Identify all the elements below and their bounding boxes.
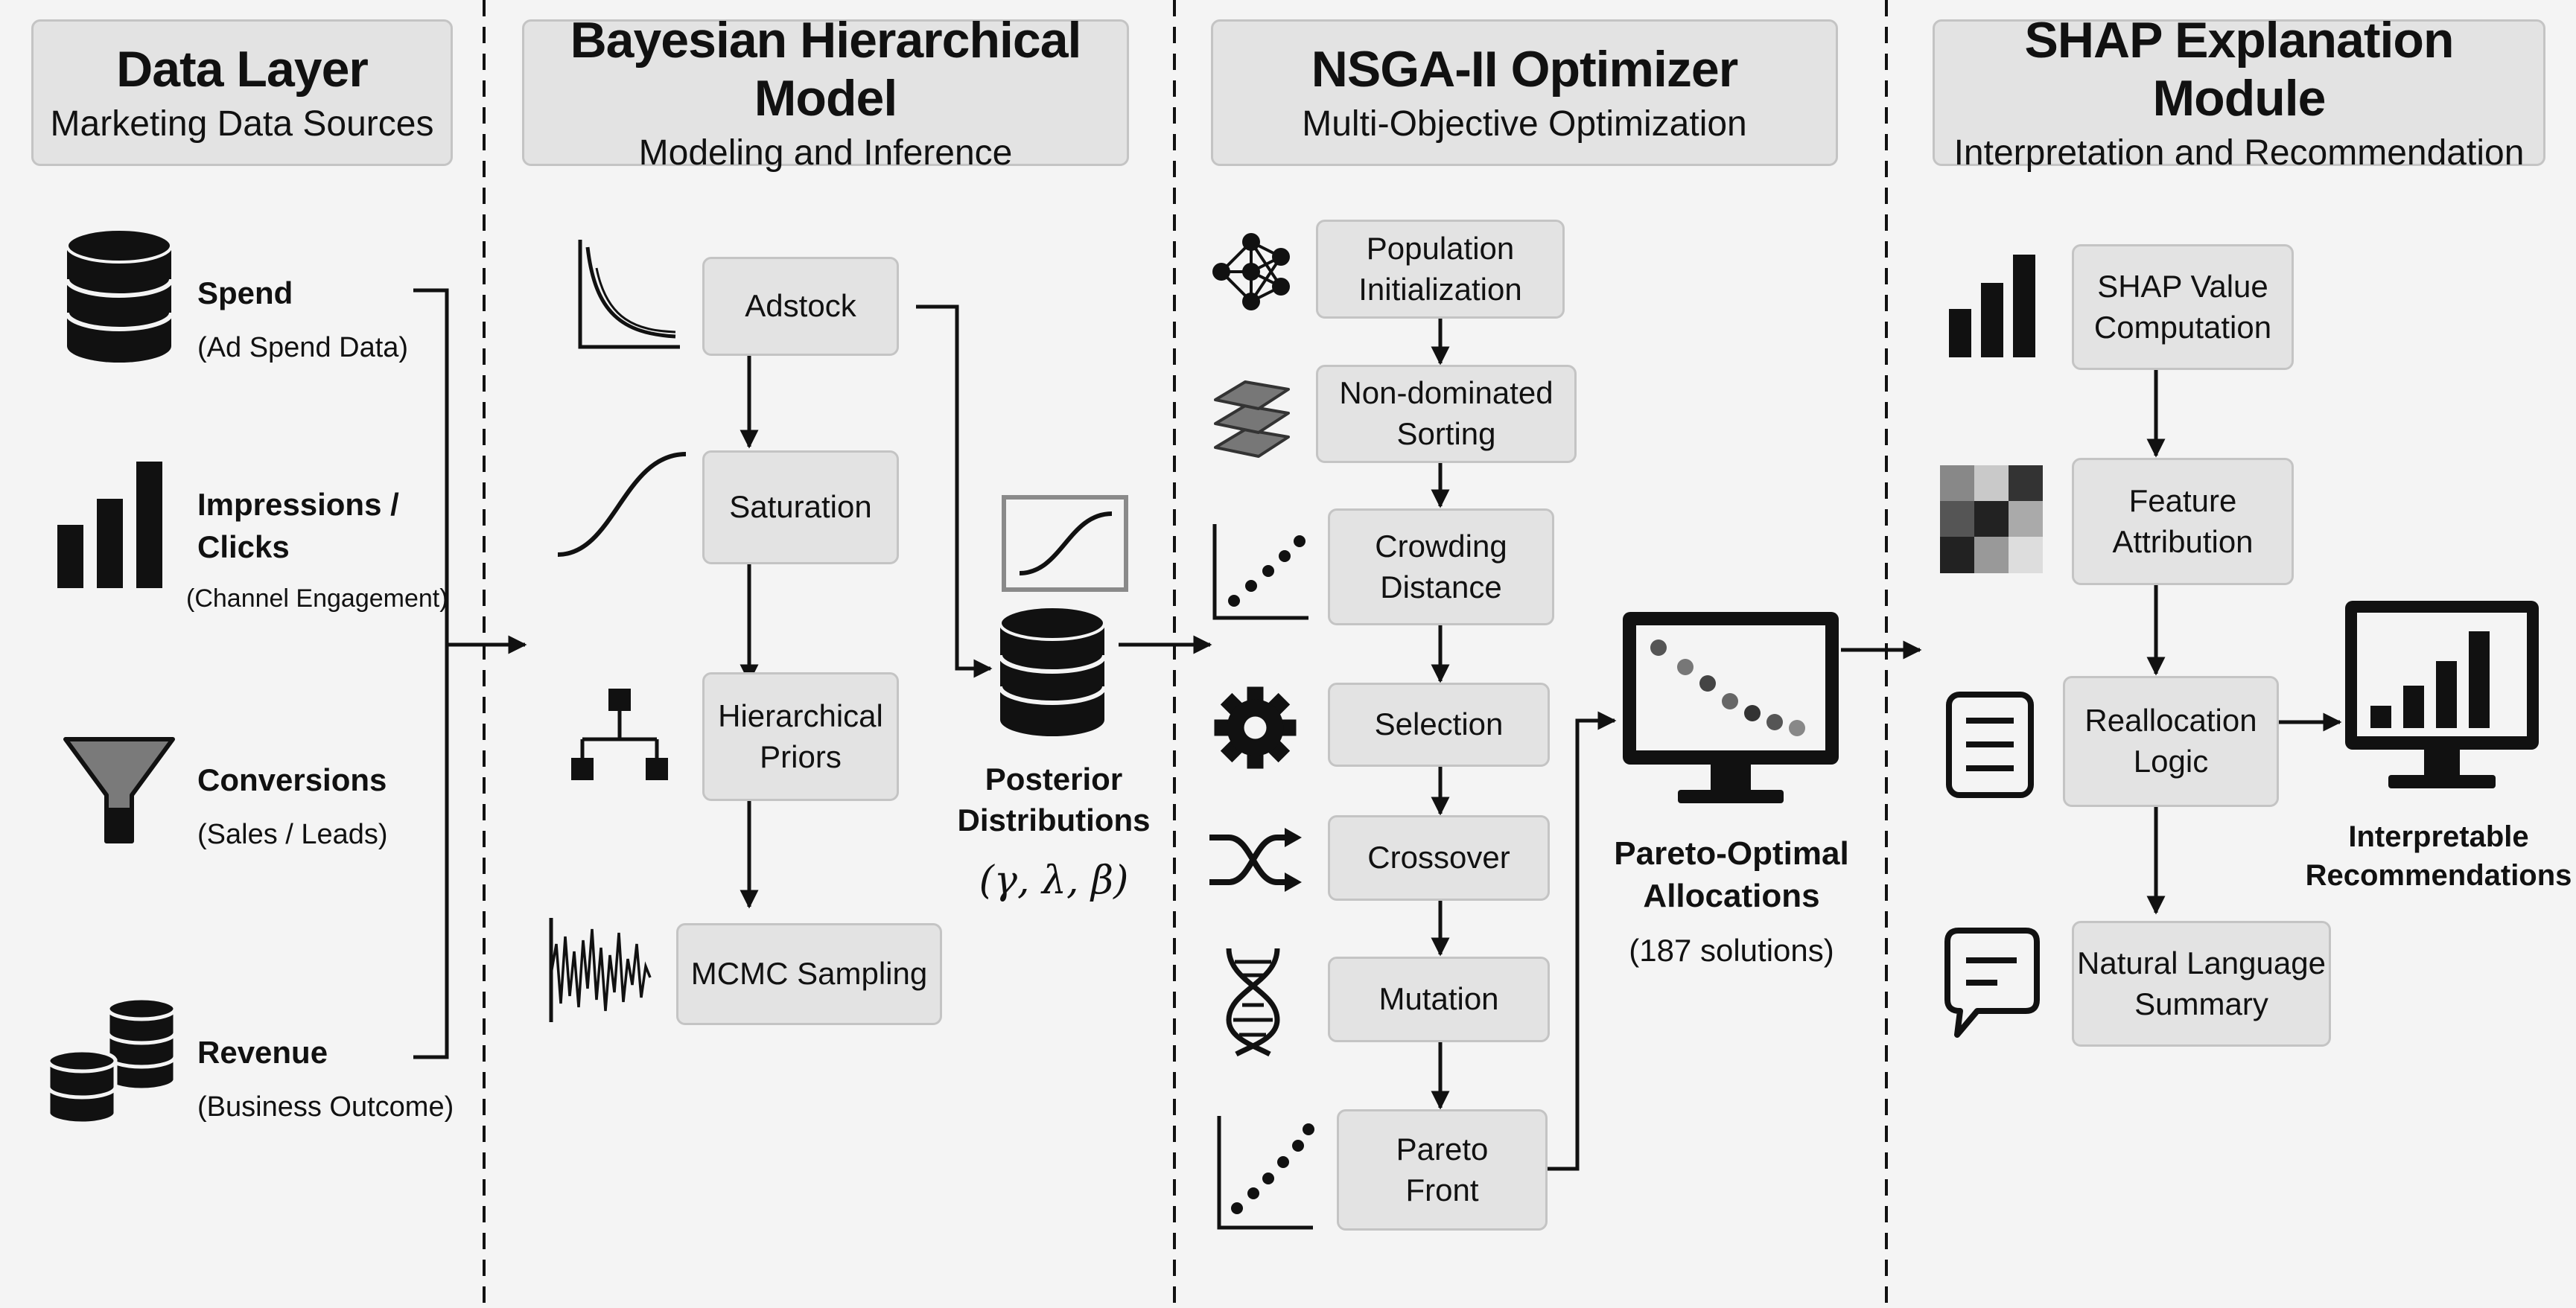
coin-stack-icon [46,996,177,1126]
s-curve-icon [557,452,687,557]
column-title: SHAP Explanation Module [2024,11,2455,127]
data-source-title: Revenue [197,1035,328,1070]
shap-step-summary: Natural Language Summary [2072,921,2331,1047]
funnel-icon [63,737,175,843]
column-header-nsga: NSGA-II Optimizer Multi-Objective Optimi… [1211,19,1838,166]
recommendation-label: Interpretable Recommendations [2301,804,2576,908]
database-icon [998,605,1107,736]
posterior-label: Posterior Distributions (γ, λ, β) [942,746,1165,916]
nsga-step-crossover: Crossover [1328,815,1550,901]
bar-chart-icon [57,462,162,588]
gear-icon [1214,686,1297,769]
nsga-step-sorting: Non-dominated Sorting [1316,365,1577,463]
network-icon [1212,233,1290,310]
column-title: NSGA-II Optimizer [1311,40,1738,98]
column-subtitle: Multi-Objective Optimization [1302,103,1747,144]
column-title: Bayesian Hierarchical Model [570,11,1082,127]
column-title: Data Layer [116,40,369,98]
column-header-shap: SHAP Explanation Module Interpretation a… [1933,12,2545,173]
data-source-subtitle: (Ad Spend Data) [197,331,409,363]
nsga-step-pareto-front: Pareto Front [1337,1109,1548,1231]
nsga-step-selection: Selection [1328,683,1550,767]
distribution-chart-icon [1002,495,1128,592]
shap-step-computation: SHAP Value Computation [2072,244,2294,370]
data-source-subtitle: (Business Outcome) [197,1091,454,1123]
monitor-pareto-icon [1623,612,1839,803]
column-subtitle: Marketing Data Sources [50,103,434,144]
posterior-params: (γ, λ, β) [979,858,1129,904]
database-icon [65,228,174,363]
data-source-spend: Spend (Ad Spend Data) [197,259,408,381]
data-source-subtitle: (Channel Engagement) [186,584,448,613]
arrow-pareto-allocations [1548,711,1617,1171]
pareto-allocations-title: Pareto-Optimal Allocations [1614,835,1849,915]
decay-curve-icon [578,240,680,349]
column-subtitle: Modeling and Inference [638,133,1013,173]
data-source-revenue: Revenue (Business Outcome) [197,1018,454,1140]
speech-bubble-icon [1944,928,2040,1038]
pareto-plot-icon [1217,1116,1314,1230]
shap-step-reallocation: Reallocation Logic [2063,676,2279,807]
column-header-data-layer: Data Layer Marketing Data Sources [31,19,453,166]
nsga-step-crowding: Crowding Distance [1328,508,1554,625]
data-source-impressions: Impressions / Clicks (Channel Engagement… [186,470,448,631]
data-source-conversions: Conversions (Sales / Leads) [197,746,388,868]
pareto-allocations-label: Pareto-Optimal Allocations (187 solution… [1594,819,1869,985]
arrow-adstock-posterior [916,304,993,678]
data-source-title: Spend [197,275,293,310]
data-source-title: Conversions [197,762,387,797]
bar-chart-icon [1949,255,2035,357]
column-header-bayesian: Bayesian Hierarchical Model Modeling and… [522,12,1129,173]
hierarchy-icon [571,689,668,780]
bayes-step-mcmc: MCMC Sampling [676,923,942,1025]
monitor-chart-icon [2345,601,2539,788]
bayes-step-adstock: Adstock [702,257,899,356]
bayes-step-priors: Hierarchical Priors [702,672,899,801]
document-icon [1946,692,2034,798]
data-bracket-line [413,288,449,1059]
dna-icon [1226,948,1280,1057]
shuffle-icon [1209,828,1302,892]
shap-step-attribution: Feature Attribution [2072,458,2294,585]
column-subtitle: Interpretation and Recommendation [1953,133,2525,173]
recommendation-title: Interpretable Recommendations [2305,820,2572,892]
nsga-step-mutation: Mutation [1328,957,1550,1042]
scatter-plot-icon [1212,524,1308,620]
data-source-title: Impressions / Clicks [197,487,399,564]
heatmap-icon [1940,465,2043,573]
layers-icon [1214,380,1290,458]
trace-plot-icon [549,918,652,1022]
pareto-allocations-count: (187 solutions) [1629,933,1834,969]
posterior-title: Posterior Distributions [957,762,1151,838]
nsga-step-population: Population Initialization [1316,220,1565,319]
bayes-step-saturation: Saturation [702,450,899,564]
data-source-subtitle: (Sales / Leads) [197,818,388,850]
